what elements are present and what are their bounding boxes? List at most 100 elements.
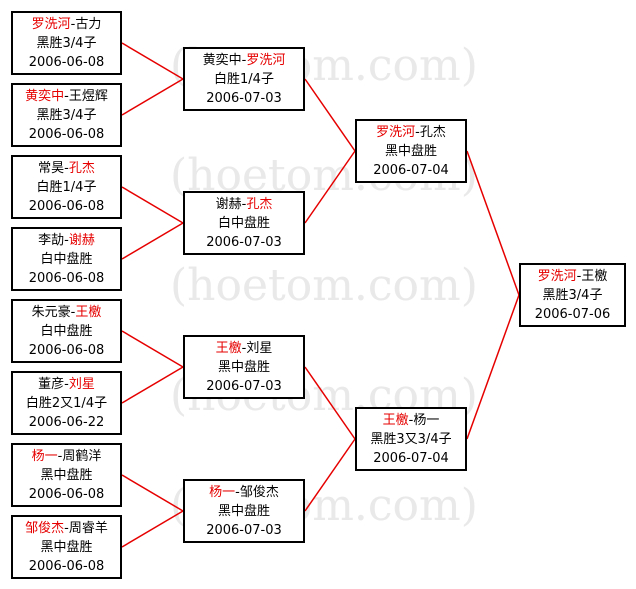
player-white: 王煜辉: [68, 88, 108, 104]
match-box-round1-6: 董彦-刘星白胜2又1/4子 2006-06-22: [11, 371, 122, 435]
match-players: 李劼-谢赫: [38, 231, 95, 250]
connector-round3-2: [466, 294, 520, 440]
player-white: 孔杰: [419, 124, 446, 140]
player-black: 王檄: [215, 340, 242, 356]
match-players: 董彦-刘星: [38, 375, 95, 394]
player-separator: -: [415, 124, 420, 140]
match-date: 2006-06-08: [28, 270, 105, 286]
match-players: 罗洗河-王檄: [538, 267, 608, 286]
match-result: 黑中盘胜: [384, 143, 437, 159]
match-result: 白中盘胜: [40, 323, 93, 339]
connector-round1-5: [121, 330, 184, 368]
match-date: 2006-06-22: [28, 414, 105, 430]
match-date: 2006-06-08: [28, 54, 105, 70]
player-white: 杨一: [413, 412, 440, 428]
player-white: 王檄: [581, 268, 608, 284]
match-box-round1-5: 朱元豪-王檄白中盘胜 2006-06-08: [11, 299, 122, 363]
connector-round2-1: [304, 78, 356, 152]
player-black: 董彦: [38, 376, 65, 392]
player-white: 周鹤洋: [62, 448, 102, 464]
match-result: 白胜2又1/4子: [25, 395, 108, 411]
match-players: 王檄-刘星: [216, 339, 273, 358]
match-box-round2-1: 黄奕中-罗洗河白胜1/4子 2006-07-03: [183, 47, 305, 111]
player-black: 罗洗河: [537, 268, 577, 284]
match-result: 黑中盘胜: [40, 539, 93, 555]
match-box-round1-3: 常昊-孔杰白胜1/4子 2006-06-08: [11, 155, 122, 219]
player-black: 罗洗河: [31, 16, 71, 32]
player-white: 罗洗河: [246, 52, 286, 68]
match-result: 黑胜3/4子: [36, 35, 97, 51]
match-players: 罗洗河-古力: [32, 15, 102, 34]
player-black: 黄奕中: [25, 88, 65, 104]
match-date: 2006-07-03: [206, 378, 282, 394]
match-result: 白中盘胜: [217, 215, 270, 231]
player-white: 谢赫: [68, 232, 95, 248]
connector-round2-4: [304, 438, 356, 512]
player-separator: -: [576, 268, 582, 284]
connector-round2-3: [304, 366, 356, 440]
player-white: 孔杰: [68, 160, 95, 176]
connector-round1-6: [121, 366, 184, 404]
match-date: 2006-07-04: [373, 450, 449, 466]
player-black: 罗洗河: [376, 124, 416, 140]
player-black: 李劼: [38, 232, 65, 248]
connector-round1-7: [121, 474, 184, 512]
player-separator: -: [70, 304, 76, 320]
match-date: 2006-07-04: [373, 162, 449, 178]
player-black: 杨一: [31, 448, 58, 464]
player-separator: -: [57, 448, 63, 464]
match-date: 2006-07-03: [206, 522, 282, 538]
player-separator: -: [241, 196, 247, 212]
connector-round1-1: [121, 42, 184, 80]
match-players: 朱元豪-王檄: [32, 303, 102, 322]
match-result: 白胜1/4子: [214, 71, 274, 87]
player-separator: -: [64, 520, 69, 536]
match-box-round3-2: 王檄-杨一黑胜3又3/4子 2006-07-04: [355, 407, 467, 471]
match-players: 常昊-孔杰: [38, 159, 95, 178]
match-players: 罗洗河-孔杰: [376, 123, 446, 142]
connector-round1-3: [121, 186, 184, 224]
match-box-round2-4: 杨一-邹俊杰黑中盘胜 2006-07-03: [183, 479, 305, 543]
match-players: 杨一-周鹤洋: [32, 447, 102, 466]
connector-round2-2: [304, 150, 356, 224]
match-players: 邹俊杰-周睿羊: [25, 519, 108, 538]
player-separator: -: [408, 412, 414, 428]
match-date: 2006-06-08: [28, 342, 105, 358]
match-date: 2006-06-08: [28, 198, 105, 214]
connector-round1-4: [121, 222, 184, 260]
player-white: 周睿羊: [68, 520, 108, 536]
player-separator: -: [70, 16, 76, 32]
player-white: 刘星: [68, 376, 95, 392]
player-black: 邹俊杰: [25, 520, 65, 536]
player-black: 常昊: [38, 160, 65, 176]
match-date: 2006-06-08: [28, 126, 105, 142]
match-result: 黑中盘胜: [217, 503, 270, 519]
player-black: 黄奕中: [202, 52, 242, 68]
match-players: 王檄-杨一: [383, 411, 440, 430]
connector-round3-1: [466, 150, 520, 296]
match-players: 黄奕中-罗洗河: [203, 51, 286, 70]
match-result: 白胜1/4子: [36, 179, 97, 195]
match-date: 2006-07-06: [534, 306, 611, 322]
player-white: 邹俊杰: [239, 484, 279, 500]
player-separator: -: [235, 484, 240, 500]
match-result: 黑胜3又3/4子: [370, 431, 452, 447]
match-players: 谢赫-孔杰: [216, 195, 273, 214]
match-players: 杨一-邹俊杰: [209, 483, 279, 502]
player-white: 孔杰: [246, 196, 273, 212]
match-result: 黑中盘胜: [40, 467, 93, 483]
match-date: 2006-07-03: [206, 90, 282, 106]
match-result: 白中盘胜: [40, 251, 93, 267]
match-result: 黑胜3/4子: [542, 287, 603, 303]
match-result: 黑胜3/4子: [36, 107, 97, 123]
player-white: 古力: [75, 16, 102, 32]
player-white: 王檄: [75, 304, 102, 320]
player-separator: -: [241, 340, 247, 356]
